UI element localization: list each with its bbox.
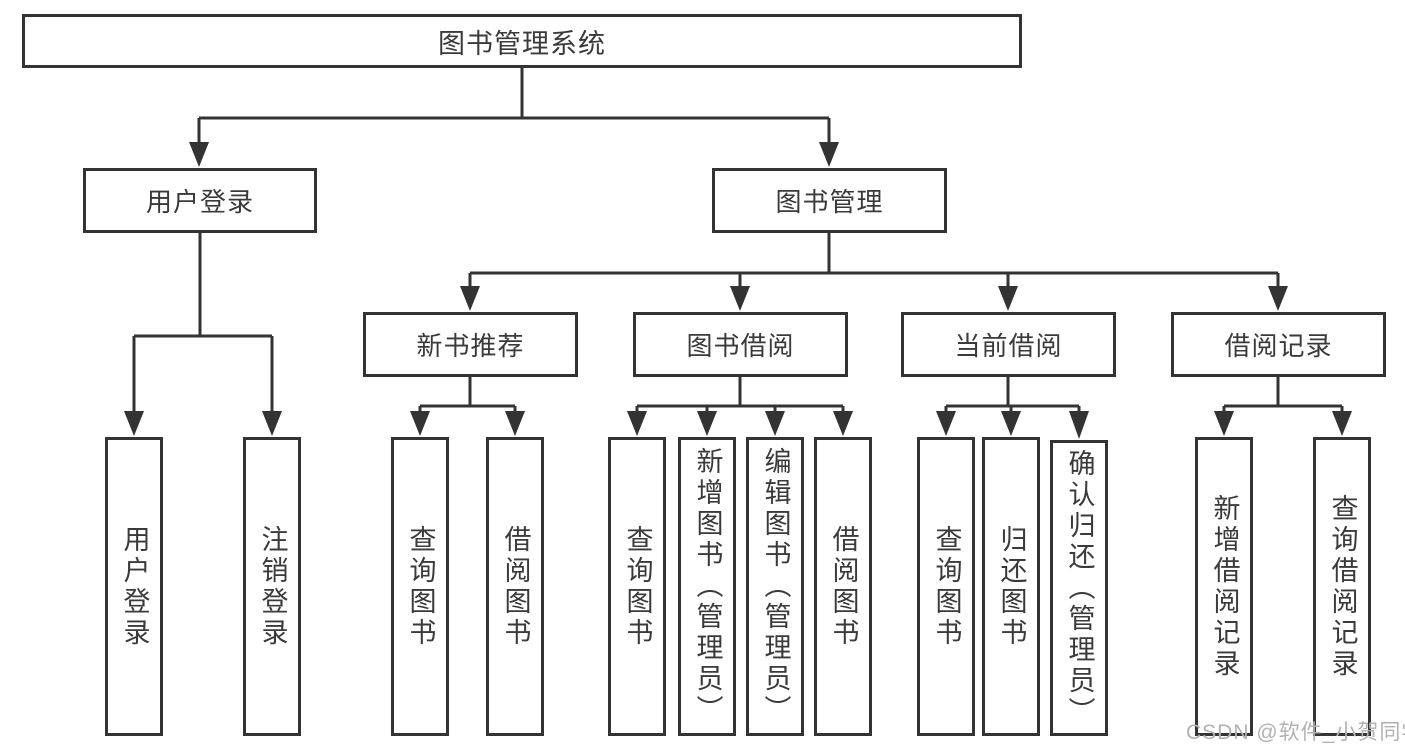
leaf-borrow-books-1-label: 借阅图书 <box>500 524 531 649</box>
leaf-add-books-admin-label: 新增图书（管理员） <box>692 447 723 726</box>
leaf-query-books-3: 查询图书 <box>917 437 975 736</box>
csdn-watermark: CSDN @软件_小贺同学 <box>1186 721 1405 744</box>
connector-lines <box>132 68 1344 412</box>
node-user-login: 用户登录 <box>83 168 317 233</box>
node-library-management-system: 图书管理系统 <box>22 14 1022 68</box>
leaf-confirm-return-admin: 确认归还（管理员） <box>1050 440 1108 736</box>
leaf-add-books-admin: 新增图书（管理员） <box>678 437 736 736</box>
leaf-query-books-3-label: 查询图书 <box>931 524 962 649</box>
node-current-borrowing: 当前借阅 <box>901 312 1116 377</box>
leaf-logout-login-label: 注销登录 <box>257 524 288 649</box>
leaf-query-borrow-record: 查询借阅记录 <box>1313 437 1371 736</box>
leaf-return-books: 归还图书 <box>982 437 1040 736</box>
leaf-query-books-1: 查询图书 <box>391 437 449 736</box>
node-borrowing-records: 借阅记录 <box>1171 312 1386 377</box>
leaf-edit-books-admin-label: 编辑图书（管理员） <box>760 447 791 726</box>
leaf-add-borrow-record-label: 新增借阅记录 <box>1209 493 1240 680</box>
arrowheads <box>124 142 1352 439</box>
leaf-borrow-books-2: 借阅图书 <box>814 437 872 736</box>
node-new-book-recommend: 新书推荐 <box>363 312 578 377</box>
leaf-confirm-return-admin-label: 确认归还（管理员） <box>1064 448 1095 728</box>
node-book-management: 图书管理 <box>712 168 947 233</box>
leaf-user-login-label: 用户登录 <box>119 524 150 649</box>
leaf-borrow-books-2-label: 借阅图书 <box>828 524 859 649</box>
leaf-user-login: 用户登录 <box>105 437 163 736</box>
leaf-query-books-1-label: 查询图书 <box>405 524 436 649</box>
leaf-borrow-books-1: 借阅图书 <box>486 437 544 736</box>
leaf-query-books-2-label: 查询图书 <box>622 524 653 649</box>
leaf-return-books-label: 归还图书 <box>996 524 1027 649</box>
node-book-borrowing: 图书借阅 <box>633 312 848 377</box>
leaf-logout-login: 注销登录 <box>243 437 301 736</box>
leaf-add-borrow-record: 新增借阅记录 <box>1195 437 1253 736</box>
leaf-query-books-2: 查询图书 <box>608 437 666 736</box>
leaf-edit-books-admin: 编辑图书（管理员） <box>746 437 804 736</box>
leaf-query-borrow-record-label: 查询借阅记录 <box>1327 493 1358 680</box>
